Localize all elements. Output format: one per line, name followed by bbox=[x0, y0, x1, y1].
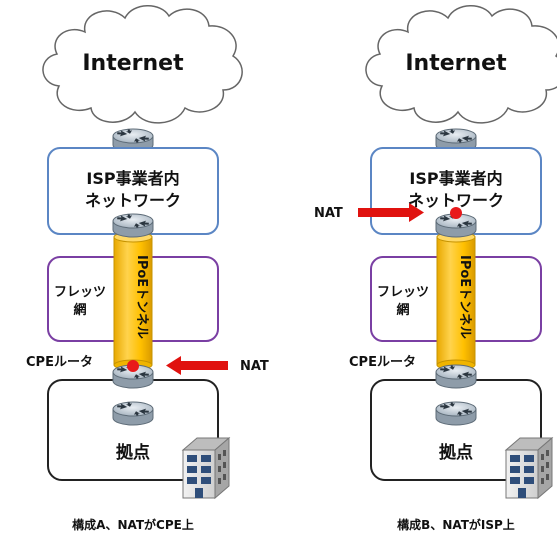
diagram-a: Internet ISP事業者内 ネットワーク フレッツ 網 IPoEトンネル … bbox=[26, 4, 269, 532]
flets-label: フレッツ bbox=[377, 285, 429, 300]
nat-label: NAT bbox=[240, 359, 269, 374]
isp-label-line2: ネットワーク bbox=[408, 191, 504, 210]
base-label: 拠点 bbox=[116, 442, 150, 463]
building-icon bbox=[505, 437, 553, 499]
site-router-icon bbox=[435, 401, 477, 426]
flets-label: フレッツ bbox=[54, 285, 106, 300]
nat-arrow bbox=[166, 356, 228, 375]
site-router-icon bbox=[112, 401, 154, 426]
base-label: 拠点 bbox=[439, 442, 473, 463]
cpe-router-icon bbox=[435, 364, 477, 389]
isp-edge-router-icon bbox=[112, 213, 154, 238]
nat-point bbox=[450, 207, 462, 219]
tunnel-label: IPoEトンネル bbox=[457, 255, 472, 339]
nat-arrow bbox=[358, 203, 424, 222]
nat-point bbox=[127, 360, 139, 372]
isp-label-line2: ネットワーク bbox=[85, 191, 181, 210]
building-icon bbox=[182, 437, 230, 499]
flets-label-line2: 網 bbox=[396, 302, 409, 318]
isp-label: ISP事業者内 bbox=[409, 169, 502, 188]
nat-label: NAT bbox=[314, 206, 343, 221]
tunnel-label: IPoEトンネル bbox=[134, 255, 149, 339]
flets-label-line2: 網 bbox=[73, 302, 86, 318]
cpe-label: CPEルータ bbox=[26, 355, 93, 370]
internet-label: Internet bbox=[405, 51, 507, 76]
caption: 構成B、NATがISP上 bbox=[397, 517, 515, 532]
diagram-b: Internet ISP事業者内 ネットワーク フレッツ 網 IPoEトンネル … bbox=[314, 4, 557, 532]
internet-label: Internet bbox=[82, 51, 184, 76]
cpe-label: CPEルータ bbox=[349, 355, 416, 370]
caption: 構成A、NATがCPE上 bbox=[72, 517, 194, 532]
isp-label: ISP事業者内 bbox=[86, 169, 179, 188]
